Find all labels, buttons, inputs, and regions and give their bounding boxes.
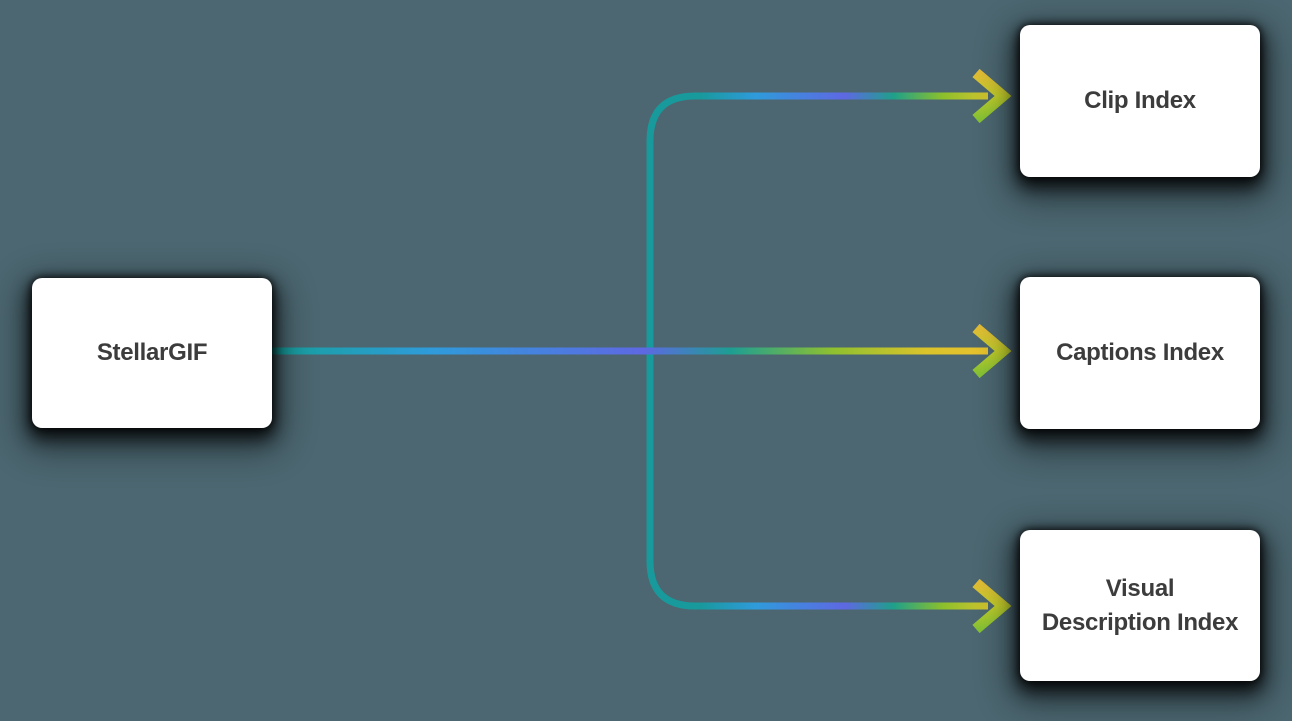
node-visual-description-index-label-line2: Description Index (1041, 608, 1239, 636)
node-captions-index: Captions Index (1020, 277, 1260, 429)
node-clip-index-label: Clip Index (1084, 87, 1196, 115)
node-visual-description-index-label-line1: Visual (1105, 574, 1175, 602)
arrowhead-clip-index (972, 68, 1012, 124)
node-stellargif-label: StellarGIF (96, 339, 208, 367)
arrowhead-visual-description-index (972, 578, 1012, 634)
node-visual-description-index: Visual Description Index (1020, 530, 1260, 681)
node-stellargif: StellarGIF (32, 278, 272, 428)
node-clip-index: Clip Index (1020, 25, 1260, 177)
node-captions-index-label: Captions Index (1056, 339, 1224, 367)
edge-stellargif-to-clip-index (646, 92, 988, 354)
arrowhead-captions-index (972, 323, 1012, 379)
edge-stellargif-to-visual-description-index (646, 348, 988, 610)
node-visual-description-index-label: Visual Description Index (1034, 572, 1246, 639)
